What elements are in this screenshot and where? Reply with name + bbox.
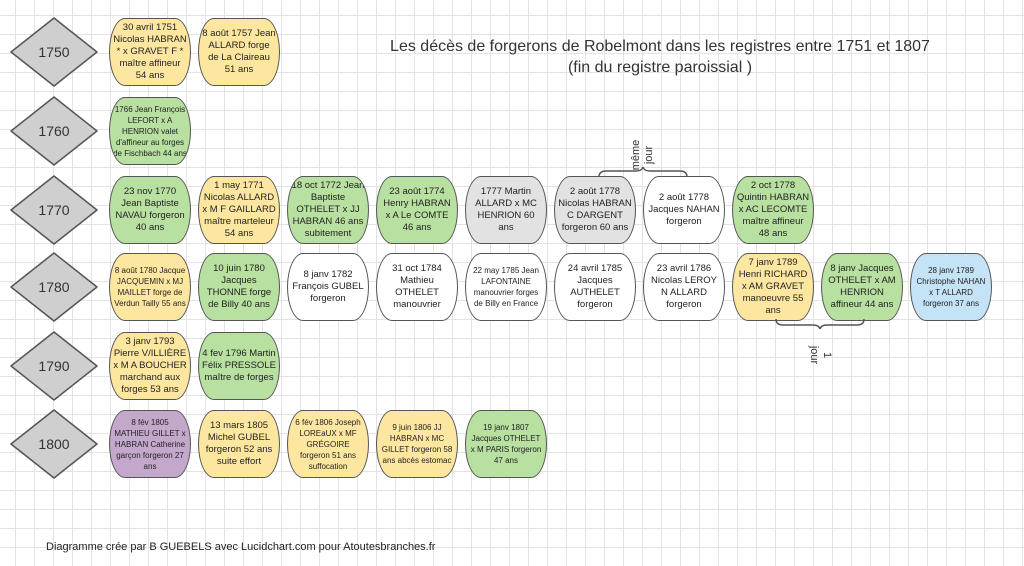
death-record-text: 18 oct 1772 Jean Baptiste OTHELET x JJ H… bbox=[291, 180, 365, 239]
death-record-text: 7 janv 1789 Henri RICHARD x AM GRAVET ma… bbox=[738, 257, 808, 316]
death-record-card: 13 mars 1805 Michel GUBEL forgeron 52 an… bbox=[198, 410, 280, 478]
death-record-text: 30 avril 1751 Nicolas HABRAN * x GRAVET … bbox=[113, 22, 187, 81]
death-record-card: 1766 Jean François LEFORT x A HENRION va… bbox=[109, 97, 191, 165]
death-record-text: 24 avril 1785 Jacques AUTHELET forgeron bbox=[567, 263, 623, 310]
death-record-card: 30 avril 1751 Nicolas HABRAN * x GRAVET … bbox=[109, 18, 191, 86]
death-record-text: 2 oct 1778 Quintin HABRAN x AC LECOMTE m… bbox=[736, 180, 810, 239]
diagram-title: Les décès de forgerons de Robelmont dans… bbox=[340, 36, 980, 78]
death-record-card: 1 may 1771 Nicolas ALLARD x M F GAILLARD… bbox=[198, 176, 280, 244]
death-record-text: 19 janv 1807 Jacques OTHELET x M PARIS f… bbox=[470, 423, 542, 465]
death-record-text: 4 fev 1796 Martin Félix PRESSOLE maître … bbox=[202, 348, 276, 383]
death-record-text: 10 juin 1780 Jacques THONNE forge de Bil… bbox=[206, 263, 272, 310]
death-record-card: 6 fév 1806 Joseph LOREaUX x MF GRÉGOIRE … bbox=[287, 410, 369, 478]
death-record-text: 23 avril 1786 Nicolas LEROY N ALLARD for… bbox=[651, 263, 717, 310]
death-record-card: 2 août 1778 Jacques NAHAN forgeron bbox=[643, 176, 725, 244]
death-record-card: 19 janv 1807 Jacques OTHELET x M PARIS f… bbox=[465, 410, 547, 478]
death-record-text: 23 nov 1770 Jean Baptiste NAVAU forgeron… bbox=[115, 186, 185, 233]
death-record-card: 8 fév 1805 MATHIEU GILLET x HABRAN Cathe… bbox=[109, 410, 191, 478]
death-record-text: 8 fév 1805 MATHIEU GILLET x HABRAN Cathe… bbox=[114, 417, 186, 471]
death-record-text: 1777 Martin ALLARD x MC HENRION 60 ans bbox=[475, 186, 537, 233]
decade-diamond-1760: 1760 bbox=[10, 96, 98, 166]
death-record-text: 28 janv 1789 Christophe NAHAN x T ALLARD… bbox=[916, 266, 986, 308]
death-record-text: 2 août 1778 Jacques NAHAN forgeron bbox=[648, 192, 720, 227]
death-record-text: 8 août 1757 Jean ALLARD forge de La Clai… bbox=[202, 28, 276, 75]
death-record-card: 18 oct 1772 Jean Baptiste OTHELET x JJ H… bbox=[287, 176, 369, 244]
death-record-card: 3 janv 1793 Pierre V/ILLIÈRE x M A BOUCH… bbox=[109, 332, 191, 400]
title-line-2: (fin du registre paroissial ) bbox=[567, 59, 753, 76]
death-record-card: 8 août 1780 Jacque JACQUEMIN x MJ MAILLE… bbox=[109, 253, 191, 321]
death-record-text: 8 janv 1782 François GUBEL forgeron bbox=[292, 269, 364, 304]
footer-credit: Diagramme crée par B GUEBELS avec Lucidc… bbox=[46, 541, 436, 553]
death-record-text: 2 août 1778 Nicolas HABRAN C DARGENT for… bbox=[558, 186, 632, 233]
death-record-card: 2 août 1778 Nicolas HABRAN C DARGENT for… bbox=[554, 176, 636, 244]
death-record-card: 22 may 1785 Jean LAFONTAINE manouvrier f… bbox=[465, 253, 547, 321]
death-record-card: 1777 Martin ALLARD x MC HENRION 60 ans bbox=[465, 176, 547, 244]
decade-diamond-1780: 1780 bbox=[10, 252, 98, 322]
death-record-text: 8 août 1780 Jacque JACQUEMIN x MJ MAILLE… bbox=[114, 266, 186, 308]
death-record-card: 4 fev 1796 Martin Félix PRESSOLE maître … bbox=[198, 332, 280, 400]
death-record-card: 10 juin 1780 Jacques THONNE forge de Bil… bbox=[198, 253, 280, 321]
one-day-label: 1 jour bbox=[808, 345, 833, 365]
death-record-text: 13 mars 1805 Michel GUBEL forgeron 52 an… bbox=[205, 420, 273, 467]
decade-diamond-1770: 1770 bbox=[10, 175, 98, 245]
decade-label: 1750 bbox=[38, 44, 70, 60]
death-record-text: 9 juin 1806 JJ HABRAN x MC GILLET forger… bbox=[381, 423, 453, 465]
death-record-card: 7 janv 1789 Henri RICHARD x AM GRAVET ma… bbox=[732, 253, 814, 321]
death-record-text: 3 janv 1793 Pierre V/ILLIÈRE x M A BOUCH… bbox=[113, 336, 187, 395]
decade-label: 1770 bbox=[38, 202, 70, 218]
decade-label: 1780 bbox=[38, 279, 70, 295]
decade-diamond-1790: 1790 bbox=[10, 331, 98, 401]
death-record-card: 9 juin 1806 JJ HABRAN x MC GILLET forger… bbox=[376, 410, 458, 478]
same-day-label: même jour bbox=[630, 139, 655, 171]
death-record-card: 23 nov 1770 Jean Baptiste NAVAU forgeron… bbox=[109, 176, 191, 244]
decade-diamond-1800: 1800 bbox=[10, 409, 98, 479]
decade-diamond-1750: 1750 bbox=[10, 17, 98, 87]
death-record-card: 8 janv Jacques OTHELET x AM HENRION affi… bbox=[821, 253, 903, 321]
death-record-text: 1 may 1771 Nicolas ALLARD x M F GAILLARD… bbox=[202, 180, 276, 239]
death-record-text: 1766 Jean François LEFORT x A HENRION va… bbox=[113, 104, 187, 158]
death-record-card: 28 janv 1789 Christophe NAHAN x T ALLARD… bbox=[910, 253, 992, 321]
death-record-text: 8 janv Jacques OTHELET x AM HENRION affi… bbox=[828, 263, 896, 310]
death-record-card: 24 avril 1785 Jacques AUTHELET forgeron bbox=[554, 253, 636, 321]
death-record-text: 23 août 1774 Henry HABRAN x A Le COMTE 4… bbox=[383, 186, 451, 233]
death-record-card: 8 août 1757 Jean ALLARD forge de La Clai… bbox=[198, 18, 280, 86]
death-record-card: 2 oct 1778 Quintin HABRAN x AC LECOMTE m… bbox=[732, 176, 814, 244]
death-record-text: 6 fév 1806 Joseph LOREaUX x MF GRÉGOIRE … bbox=[295, 417, 361, 471]
one-day-brace bbox=[775, 318, 865, 330]
death-record-card: 31 oct 1784 Mathieu OTHELET manouvrier bbox=[376, 253, 458, 321]
death-record-text: 22 may 1785 Jean LAFONTAINE manouvrier f… bbox=[473, 266, 539, 308]
decade-label: 1760 bbox=[38, 123, 70, 139]
death-record-card: 8 janv 1782 François GUBEL forgeron bbox=[287, 253, 369, 321]
death-record-text: 31 oct 1784 Mathieu OTHELET manouvrier bbox=[392, 263, 442, 310]
decade-label: 1790 bbox=[38, 358, 70, 374]
decade-label: 1800 bbox=[38, 436, 70, 452]
same-day-brace bbox=[598, 166, 688, 178]
title-line-1: Les décès de forgerons de Robelmont dans… bbox=[390, 38, 930, 55]
death-record-card: 23 août 1774 Henry HABRAN x A Le COMTE 4… bbox=[376, 176, 458, 244]
death-record-card: 23 avril 1786 Nicolas LEROY N ALLARD for… bbox=[643, 253, 725, 321]
